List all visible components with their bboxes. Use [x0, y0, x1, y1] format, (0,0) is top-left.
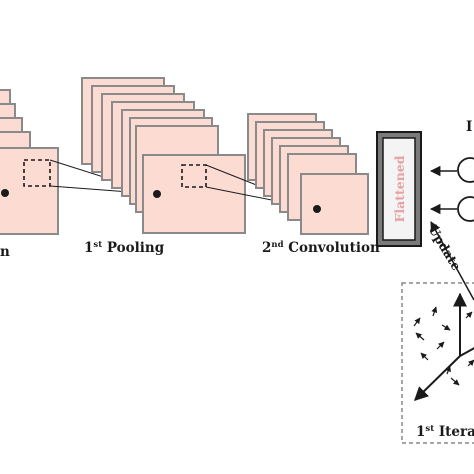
output-neurons [457, 157, 474, 222]
pooling-stack [81, 77, 246, 234]
neuron-2 [457, 196, 474, 222]
output-connections [429, 165, 457, 215]
second-convolution-label: 2nd Convolution [262, 240, 380, 256]
conv1-receptive-window [23, 159, 51, 187]
pooling-point [153, 190, 161, 198]
iteration-axes [413, 292, 474, 401]
particle-arrows [413, 306, 474, 386]
conv2-point [313, 205, 321, 213]
iteration-dashed-box [401, 282, 474, 444]
first-convolution-label: n [0, 244, 10, 260]
pooling-label: 1st Pooling [84, 240, 165, 256]
neuron-1 [457, 157, 474, 183]
first-convolution-stack [0, 89, 59, 235]
iteration-label: 1st Iterat [416, 424, 474, 440]
flattened-label: Flattened [392, 155, 407, 222]
conv1-point [1, 189, 9, 197]
update-label: Update [425, 222, 464, 273]
iteration-panel: 1st Iterat [401, 282, 474, 444]
second-convolution-stack [247, 113, 369, 235]
top-right-fragment-label: I [466, 119, 472, 135]
flattened-layer: Flattened [376, 131, 422, 247]
update-arrow: Update [425, 221, 474, 301]
pooling-receptive-window [181, 164, 207, 188]
